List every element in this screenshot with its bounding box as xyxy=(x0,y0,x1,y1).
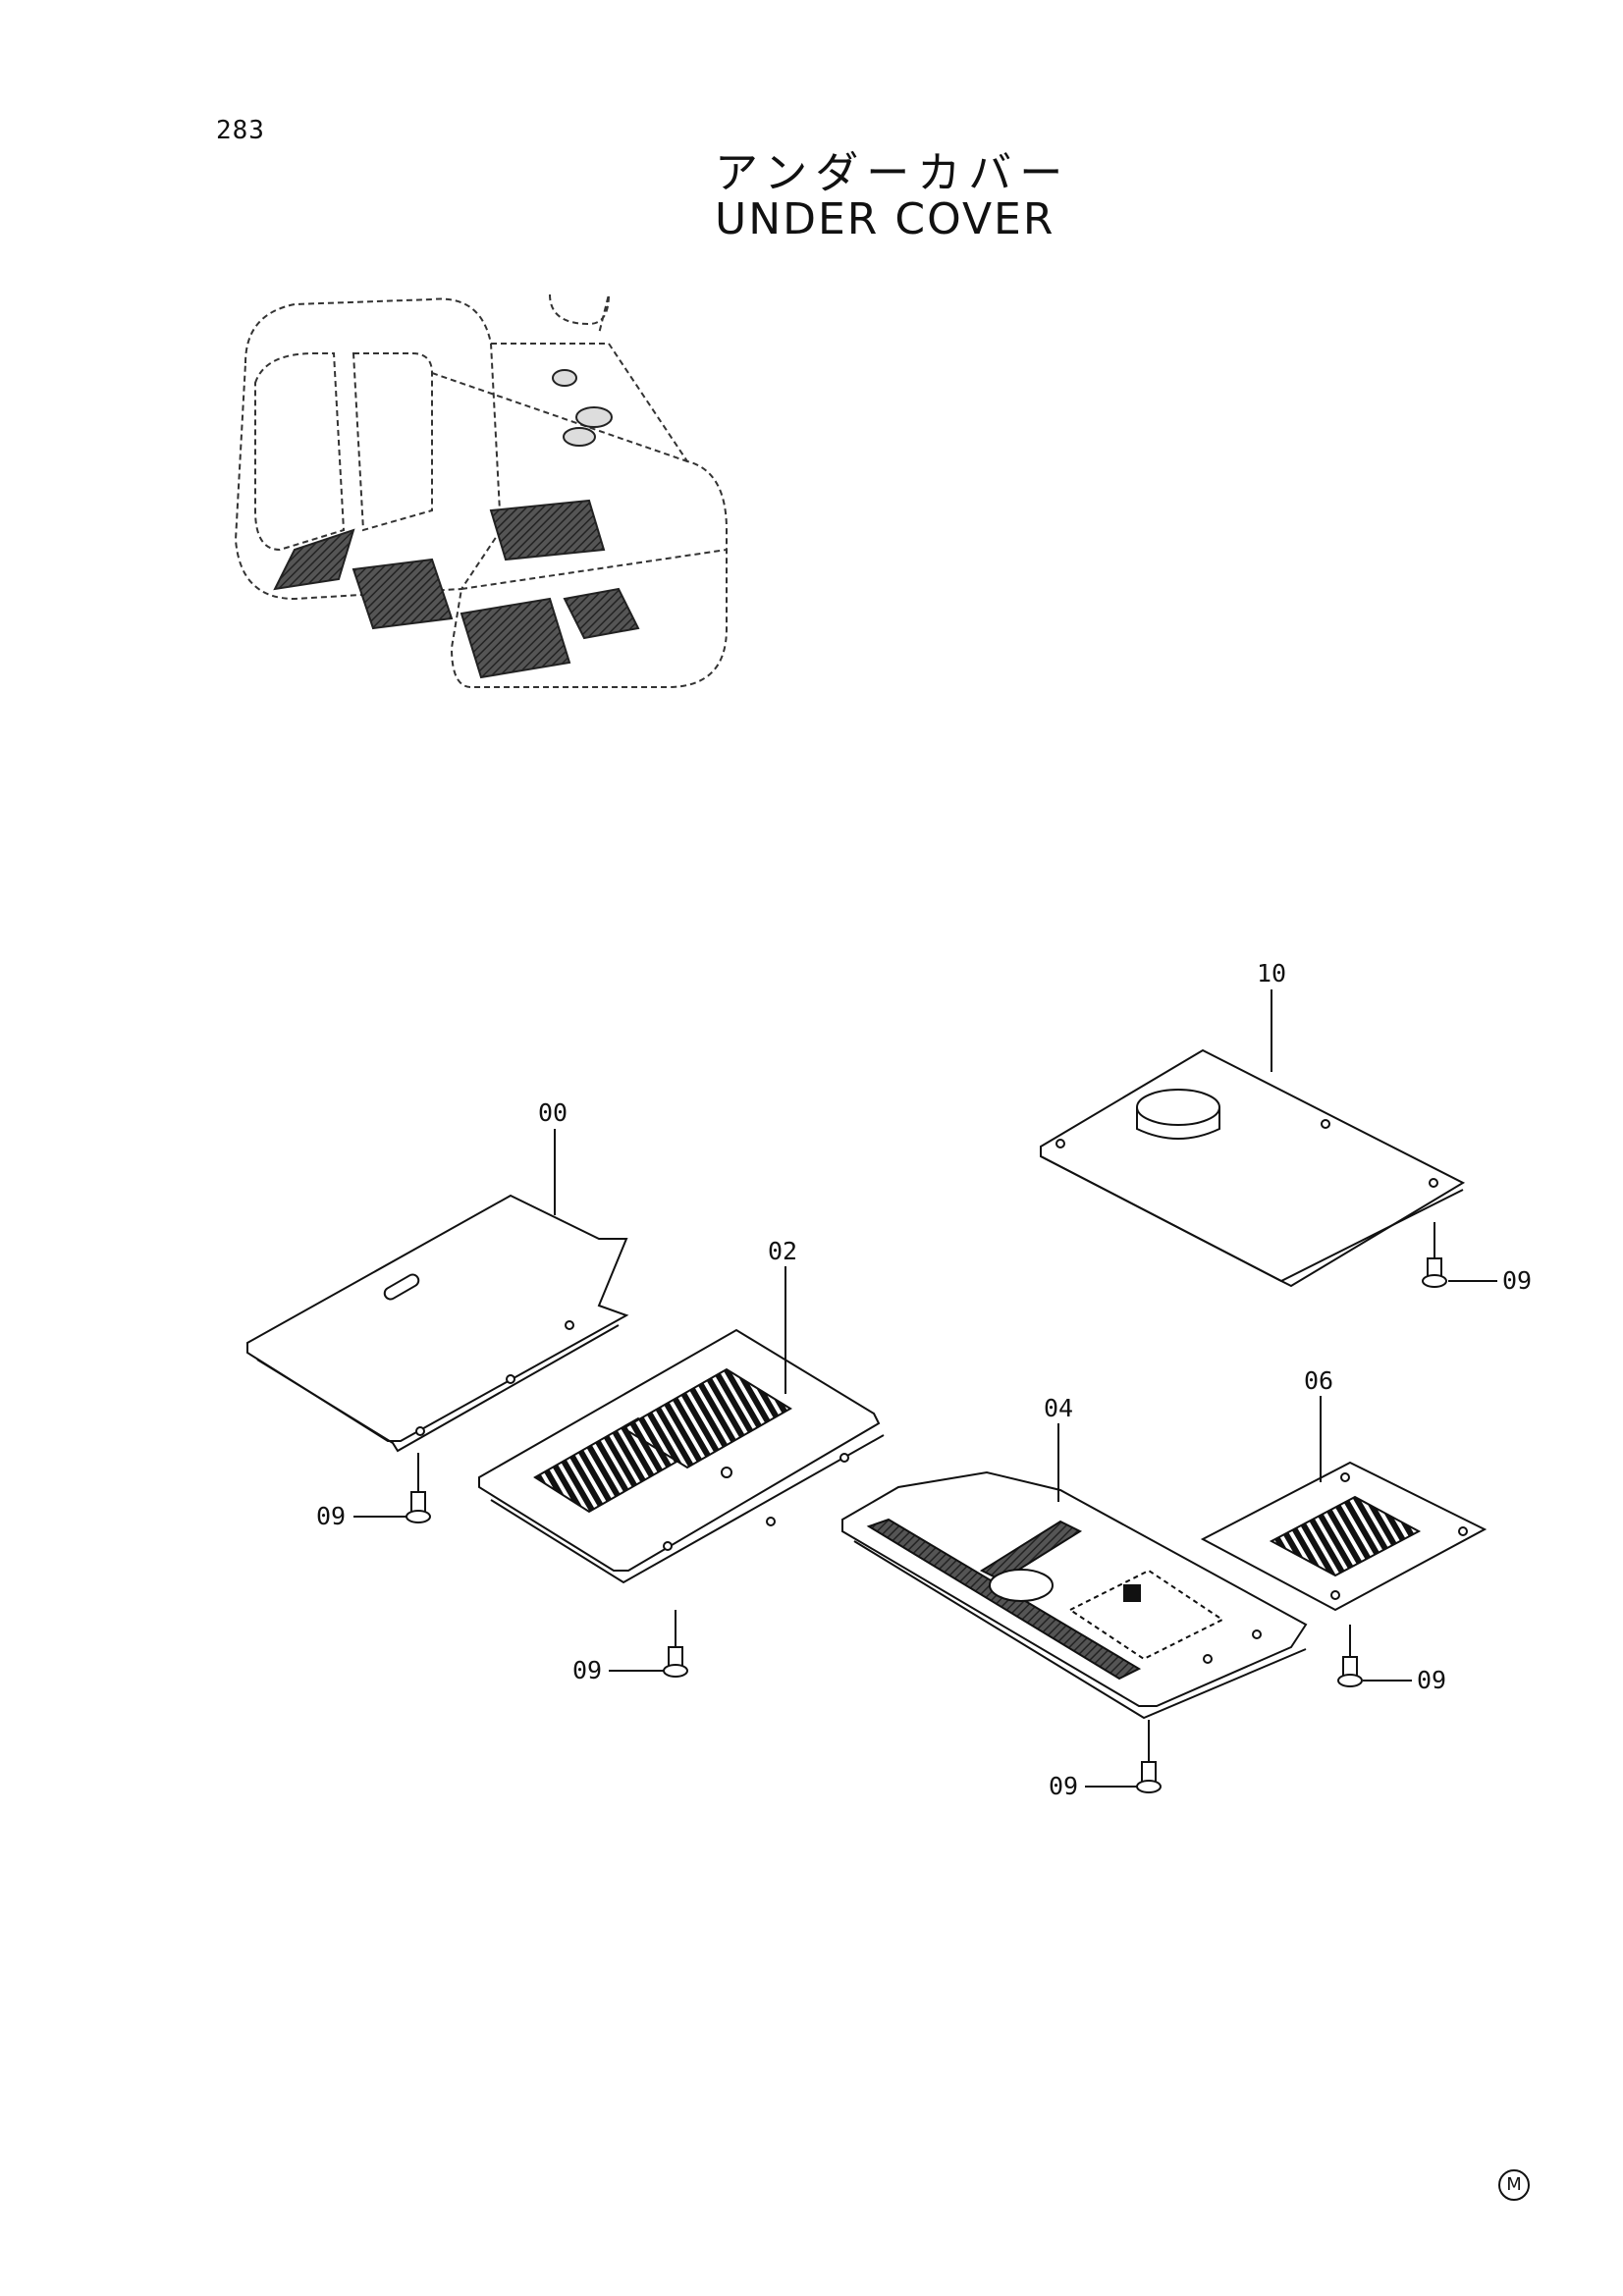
bolt-icon xyxy=(1136,1761,1162,1793)
machine-overview xyxy=(234,294,728,688)
callout-00: 00 xyxy=(538,1098,568,1127)
page-number: 283 xyxy=(216,116,265,145)
part-00-cover xyxy=(246,1194,629,1453)
leader-lines xyxy=(353,989,1497,1788)
title-english: UNDER COVER xyxy=(715,194,1055,244)
m-mark-icon: M xyxy=(1498,2169,1530,2201)
bolts xyxy=(406,1257,1447,1793)
part-10-cover xyxy=(1040,1048,1466,1288)
bolt-icon xyxy=(406,1491,431,1523)
bolt-icon xyxy=(663,1646,688,1678)
callout-10: 10 xyxy=(1257,959,1286,988)
title-japanese: アンダーカバー xyxy=(715,148,1071,198)
callout-04: 04 xyxy=(1044,1394,1073,1422)
part-04-cover xyxy=(841,1470,1308,1720)
callout-06: 06 xyxy=(1304,1366,1333,1395)
callout-09-part04: 09 xyxy=(1049,1772,1078,1800)
callout-09-part10: 09 xyxy=(1502,1266,1532,1295)
callout-02: 02 xyxy=(768,1237,797,1265)
bolt-icon xyxy=(1337,1656,1363,1687)
part-02-cover xyxy=(478,1328,885,1584)
callout-09-part02: 09 xyxy=(572,1656,602,1684)
callout-09-part00: 09 xyxy=(316,1502,346,1530)
callout-09-part06: 09 xyxy=(1417,1666,1446,1694)
bolt-icon xyxy=(1422,1257,1447,1288)
part-06-cover xyxy=(1200,1461,1488,1612)
machine-overview-details xyxy=(273,369,640,679)
